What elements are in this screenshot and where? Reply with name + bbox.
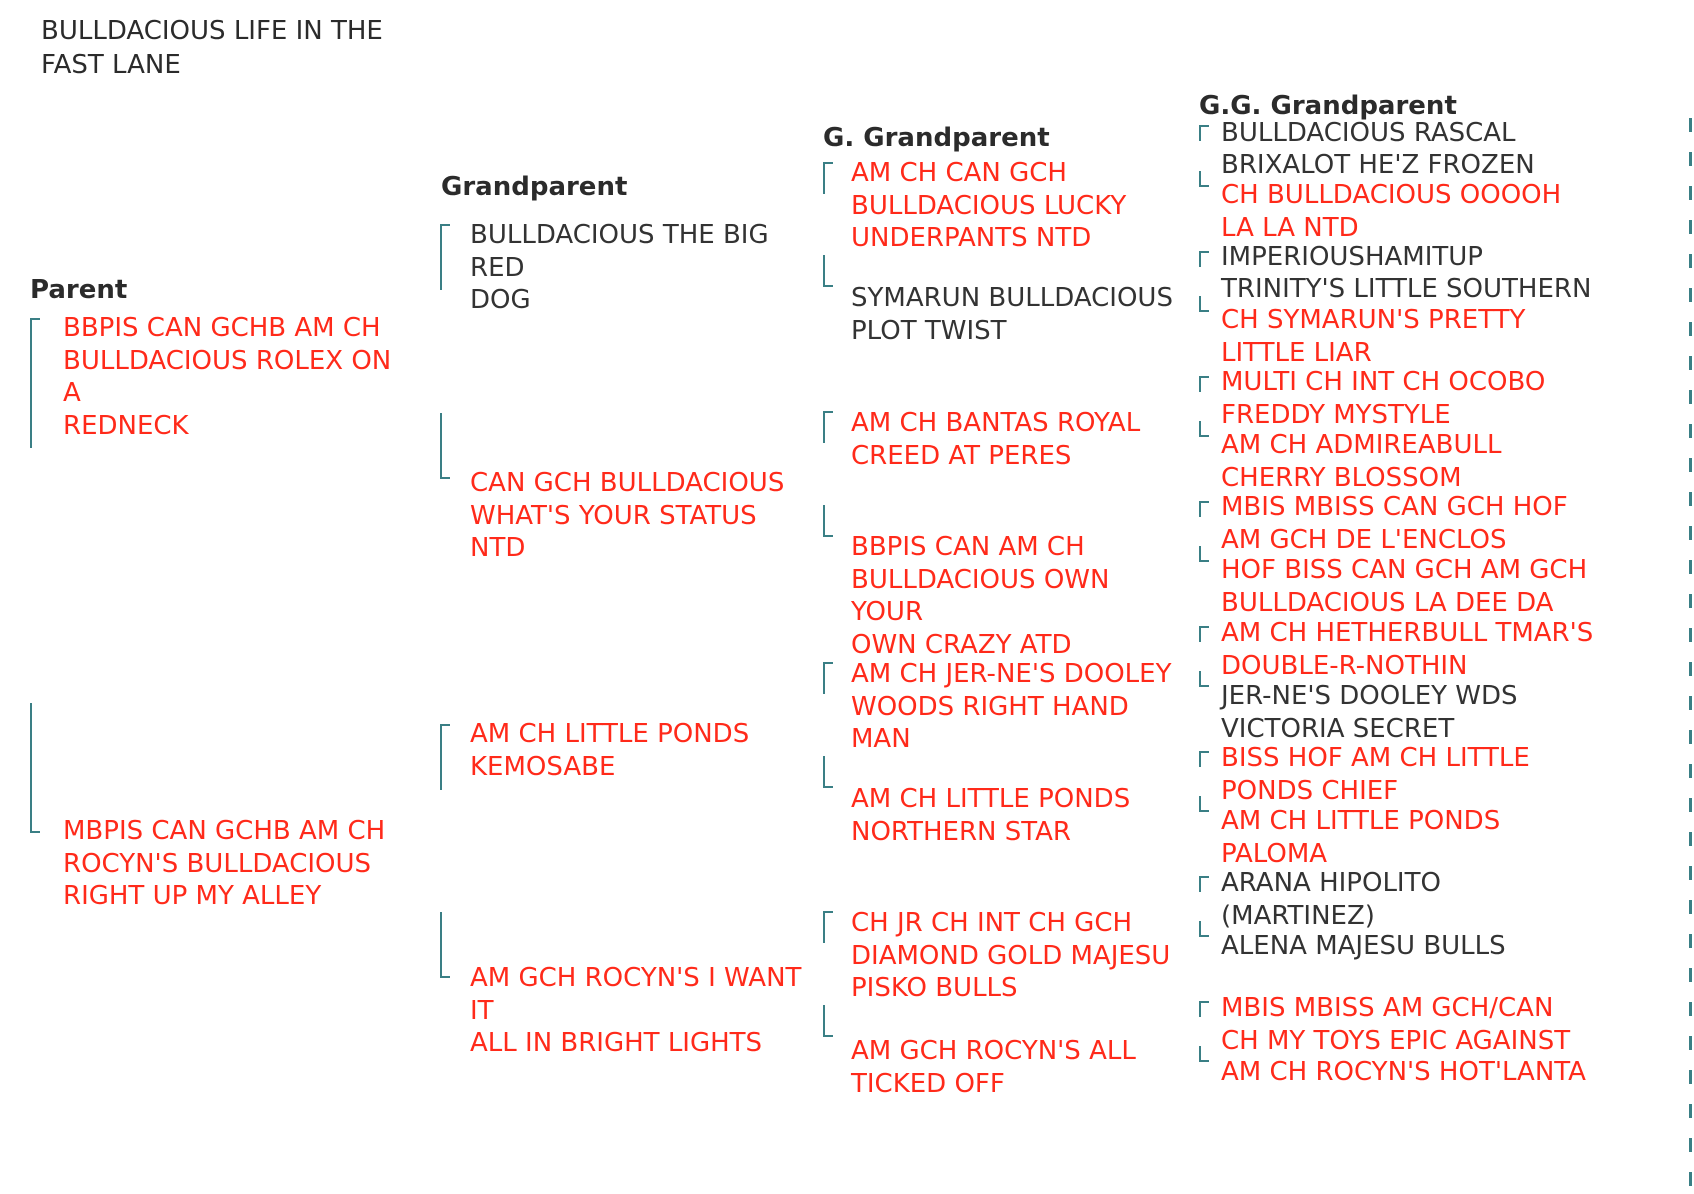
g-grandparent-1[interactable]: AM CH CAN GCH BULLDACIOUS LUCKY UNDERPAN… <box>851 158 1127 253</box>
g-grandparent-6[interactable]: AM CH LITTLE PONDS NORTHERN STAR <box>851 784 1131 847</box>
pedigree-bracket <box>823 162 833 194</box>
pedigree-bracket <box>1199 376 1209 392</box>
pedigree-bracket <box>440 413 450 479</box>
pedigree-bracket <box>440 912 450 978</box>
grandparent-1[interactable]: BULLDACIOUS THE BIG RED DOG <box>470 220 769 315</box>
dog-title: BULLDACIOUS LIFE IN THE FAST LANE <box>41 16 383 80</box>
pedigree-bracket <box>1199 171 1209 187</box>
gg-grandparent-17[interactable]: MBIS MBISS AM GCH/CAN CH MY TOYS EPIC AG… <box>1221 993 1571 1056</box>
gg-grandparent-8[interactable]: AM CH ADMIREABULL CHERRY BLOSSOM <box>1221 430 1502 493</box>
pedigree-bracket <box>1199 1001 1209 1017</box>
pedigree-bracket <box>440 224 450 290</box>
pedigree-bracket <box>823 505 833 537</box>
header-gg-grandparent: G.G. Grandparent <box>1199 91 1457 121</box>
next-generation-connector <box>1689 118 1692 1188</box>
pedigree-bracket <box>440 724 450 790</box>
pedigree-bracket <box>1199 796 1209 812</box>
gg-grandparent-16[interactable]: ALENA MAJESU BULLS <box>1221 931 1506 961</box>
header-grandparent: Grandparent <box>441 172 628 202</box>
parent-sire[interactable]: BBPIS CAN GCHB AM CH BULLDACIOUS ROLEX O… <box>63 313 392 441</box>
header-g-grandparent: G. Grandparent <box>823 123 1050 153</box>
pedigree-bracket <box>30 703 40 833</box>
pedigree-bracket <box>1199 501 1209 517</box>
pedigree-bracket <box>1199 626 1209 642</box>
pedigree-bracket <box>1199 751 1209 767</box>
pedigree-bracket <box>30 318 40 448</box>
pedigree-bracket <box>823 911 833 943</box>
pedigree-bracket <box>1199 1046 1209 1062</box>
gg-grandparent-13[interactable]: BISS HOF AM CH LITTLE PONDS CHIEF <box>1221 743 1530 806</box>
pedigree-bracket <box>823 662 833 694</box>
grandparent-3[interactable]: AM CH LITTLE PONDS KEMOSABE <box>470 719 750 782</box>
pedigree-bracket <box>1199 546 1209 562</box>
gg-grandparent-2[interactable]: BRIXALOT HE'Z FROZEN <box>1221 150 1535 180</box>
g-grandparent-7[interactable]: CH JR CH INT CH GCH DIAMOND GOLD MAJESU … <box>851 908 1171 1003</box>
g-grandparent-5[interactable]: AM CH JER-NE'S DOOLEY WOODS RIGHT HAND M… <box>851 659 1172 754</box>
gg-grandparent-12[interactable]: JER-NE'S DOOLEY WDS VICTORIA SECRET <box>1221 681 1518 744</box>
grandparent-4[interactable]: AM GCH ROCYN'S I WANT IT ALL IN BRIGHT L… <box>470 963 802 1058</box>
pedigree-bracket <box>823 1005 833 1037</box>
g-grandparent-8[interactable]: AM GCH ROCYN'S ALL TICKED OFF <box>851 1036 1136 1099</box>
pedigree-bracket <box>1199 921 1209 937</box>
g-grandparent-2[interactable]: SYMARUN BULLDACIOUS PLOT TWIST <box>851 283 1173 346</box>
gg-grandparent-4[interactable]: IMPERIOUSHAMITUP <box>1221 242 1483 272</box>
gg-grandparent-11[interactable]: AM CH HETHERBULL TMAR'S DOUBLE-R-NOTHIN <box>1221 618 1594 681</box>
pedigree-bracket <box>823 255 833 287</box>
pedigree-bracket <box>1199 125 1209 141</box>
pedigree-bracket <box>823 756 833 788</box>
gg-grandparent-6[interactable]: CH SYMARUN'S PRETTY LITTLE LIAR <box>1221 305 1526 368</box>
gg-grandparent-5[interactable]: TRINITY'S LITTLE SOUTHERN <box>1221 274 1592 304</box>
gg-grandparent-3[interactable]: CH BULLDACIOUS OOOOH LA LA NTD <box>1221 180 1562 243</box>
header-parent: Parent <box>30 275 128 305</box>
pedigree-bracket <box>1199 296 1209 312</box>
pedigree-bracket <box>1199 671 1209 687</box>
parent-dam[interactable]: MBPIS CAN GCHB AM CH ROCYN'S BULLDACIOUS… <box>63 816 386 911</box>
gg-grandparent-7[interactable]: MULTI CH INT CH OCOBO FREDDY MYSTYLE <box>1221 367 1546 430</box>
gg-grandparent-1[interactable]: BULLDACIOUS RASCAL <box>1221 118 1516 148</box>
pedigree-bracket <box>823 411 833 443</box>
g-grandparent-3[interactable]: AM CH BANTAS ROYAL CREED AT PERES <box>851 408 1141 471</box>
gg-grandparent-18[interactable]: AM CH ROCYN'S HOT'LANTA <box>1221 1057 1586 1087</box>
g-grandparent-4[interactable]: BBPIS CAN AM CH BULLDACIOUS OWN YOUR OWN… <box>851 532 1110 660</box>
gg-grandparent-10[interactable]: HOF BISS CAN GCH AM GCH BULLDACIOUS LA D… <box>1221 555 1588 618</box>
gg-grandparent-9[interactable]: MBIS MBISS CAN GCH HOF AM GCH DE L'ENCLO… <box>1221 492 1568 555</box>
gg-grandparent-15[interactable]: ARANA HIPOLITO (MARTINEZ) <box>1221 868 1441 931</box>
pedigree-bracket <box>1199 251 1209 267</box>
pedigree-bracket <box>1199 421 1209 437</box>
gg-grandparent-14[interactable]: AM CH LITTLE PONDS PALOMA <box>1221 806 1501 869</box>
pedigree-bracket <box>1199 876 1209 892</box>
grandparent-2[interactable]: CAN GCH BULLDACIOUS WHAT'S YOUR STATUS N… <box>470 468 785 563</box>
